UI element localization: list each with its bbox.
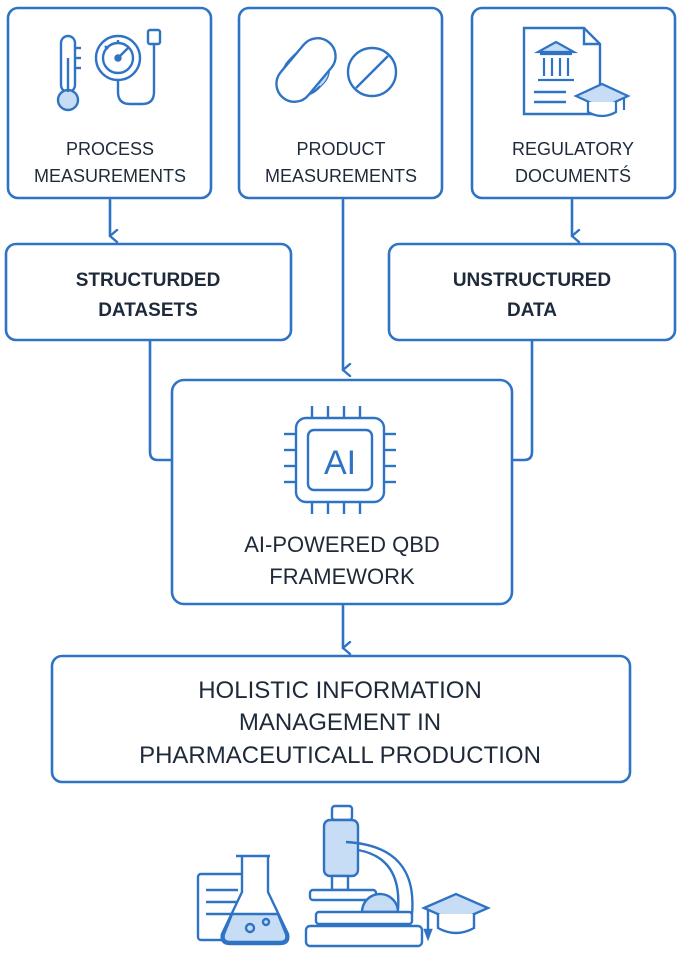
process-line-1: PROCESS (66, 139, 154, 159)
lab-illustration (196, 804, 491, 948)
regulatory-line-1: REGULATORY (512, 139, 634, 159)
product-line-2: MEASUREMENTS (265, 166, 417, 186)
holistic-line-3: PHARMACEUTICALL PRODUCTION (139, 742, 541, 769)
structured-datasets-box: STRUCTURDED DATASETS (4, 242, 293, 342)
ai-chip-icon (284, 406, 396, 514)
ai-line-2: FRAMEWORK (269, 564, 415, 589)
holistic-management-box: HOLISTIC INFORMATION MANAGEMENT IN PHARM… (50, 654, 632, 784)
tablet-icon (346, 46, 398, 98)
process-line-2: MEASUREMENTS (34, 166, 186, 186)
process-measurements-box: PROCESS MEASUREMENTS (6, 6, 213, 200)
regulatory-documents-box: REGULATORY DOCUMENTŚ (470, 6, 677, 200)
regulatory-line-2: DOCUMENTŚ (515, 165, 631, 186)
structured-line-1: STRUCTURDED (76, 270, 221, 291)
connector-structured-to-ai (148, 338, 174, 462)
product-measurements-box: PRODUCT MEASUREMENTS (237, 6, 444, 200)
bank-building-icon (533, 40, 579, 82)
ai-chip-text: AI (324, 444, 356, 482)
unstructured-line-1: UNSTRUCTURED (453, 270, 611, 291)
flask-icon (220, 854, 290, 946)
graduation-cap-icon-small (421, 892, 491, 942)
product-line-1: PRODUCT (297, 139, 386, 159)
pressure-gauge-icon (94, 28, 162, 106)
holistic-line-2: MANAGEMENT IN (239, 709, 441, 736)
ai-framework-box: AI AI-POWERED QBD FRAMEWORK (170, 378, 514, 606)
unstructured-data-box: UNSTRUCTURED DATA (387, 242, 677, 342)
thermometer-icon (56, 34, 81, 112)
structured-line-2: DATASETS (98, 300, 198, 321)
connector-unstructured-to-ai (510, 338, 534, 462)
ai-line-1: AI-POWERED QBD (244, 532, 440, 557)
microscope-icon (304, 804, 424, 948)
pill-capsule-icon (275, 37, 337, 103)
unstructured-line-2: DATA (507, 300, 557, 321)
holistic-line-1: HOLISTIC INFORMATION (198, 677, 482, 704)
graduation-cap-icon (573, 82, 631, 118)
